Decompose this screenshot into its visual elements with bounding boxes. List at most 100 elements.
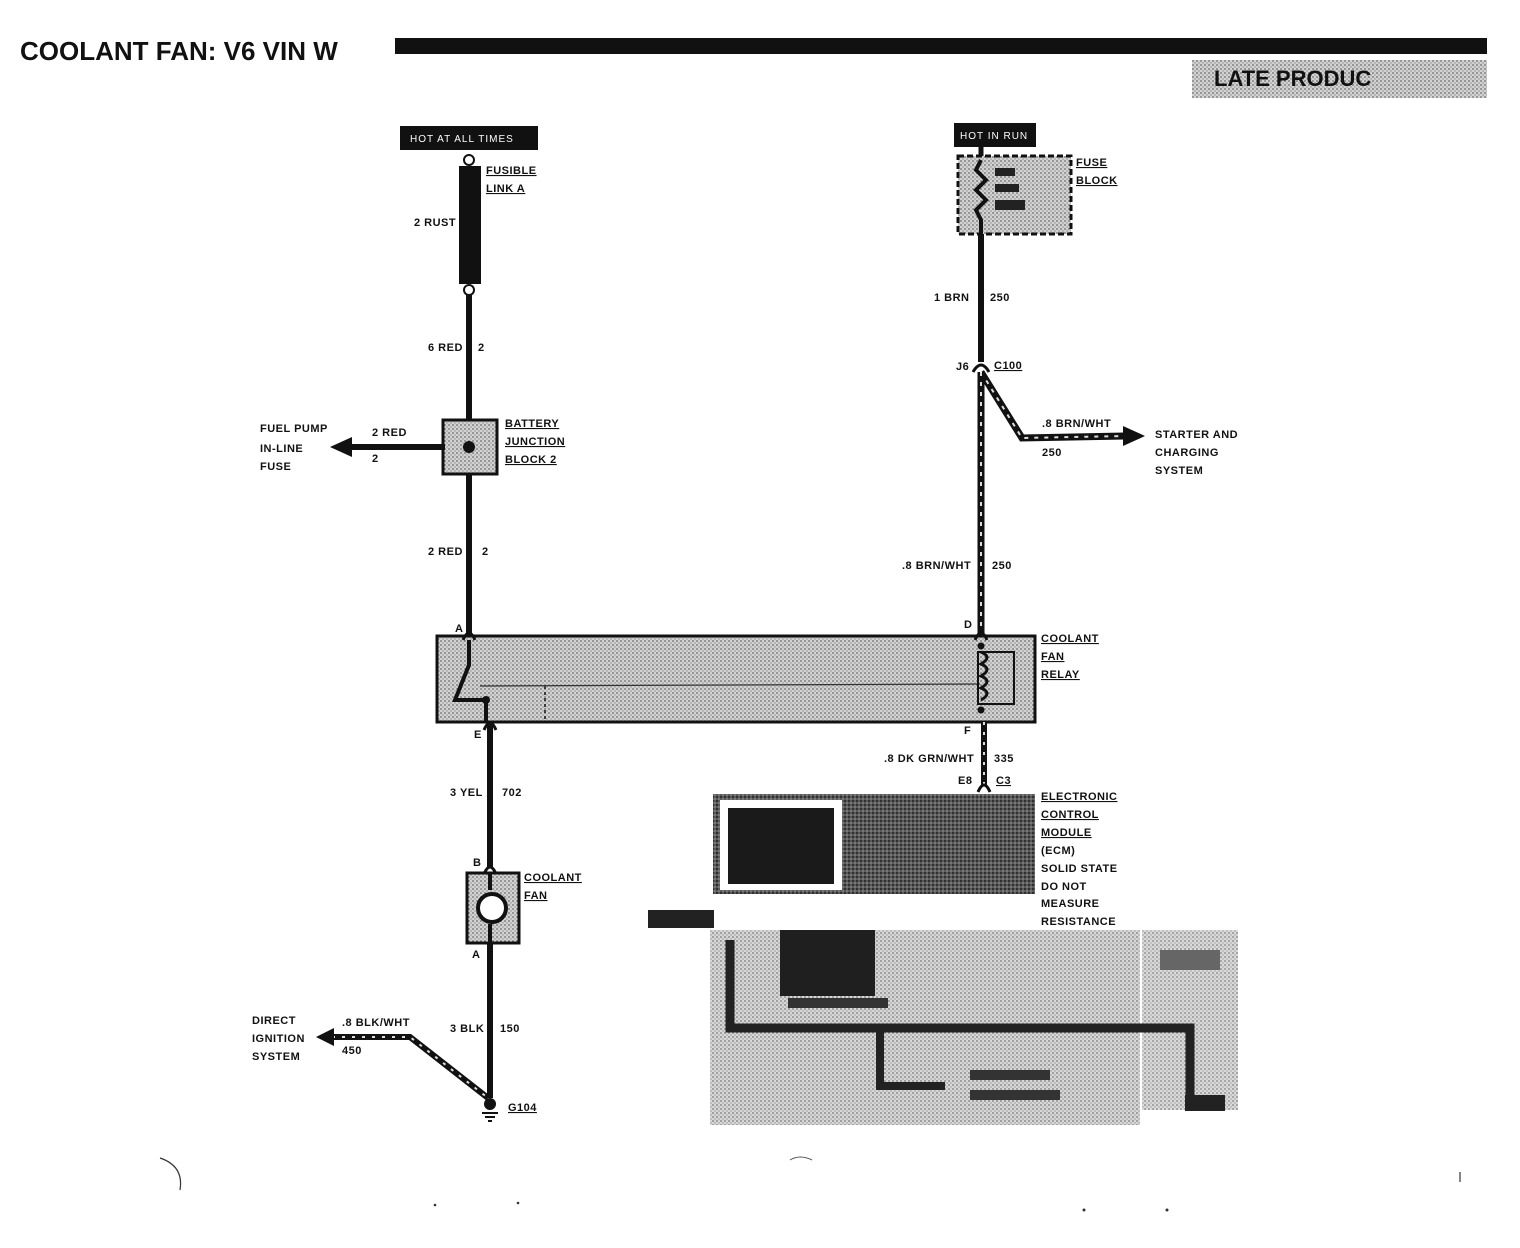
fan-pin-b: B — [473, 857, 481, 869]
ignition-label-1: DIRECT — [252, 1015, 296, 1027]
ecm-inset-core — [728, 808, 834, 884]
ecm-label-3: MODULE — [1041, 827, 1092, 839]
ecm-label-6: DO NOT — [1041, 881, 1087, 893]
relay-coil-frame — [977, 651, 1015, 705]
wire-3-blk-circuit: 150 — [500, 1023, 520, 1035]
relay-label-2: FAN — [1041, 651, 1065, 663]
fuel-pump-label-1: FUEL PUMP — [260, 423, 328, 435]
wire-3-yel-circuit: 702 — [502, 787, 522, 799]
ecm-label-5: SOLID STATE — [1041, 863, 1118, 875]
wire-2-red-circuit: 2 — [482, 546, 489, 558]
relay-pin-e: E — [474, 729, 482, 741]
fan-label-1: COOLANT — [524, 872, 582, 884]
relay-label-3: RELAY — [1041, 669, 1080, 681]
ecm-smudge-mark-2 — [970, 1090, 1060, 1100]
ecm-smudge-bar — [648, 910, 714, 928]
scan-artifact-dot-3 — [1082, 1208, 1086, 1212]
scan-artifact-dot-1 — [433, 1203, 437, 1207]
fuse-block-label-1: FUSE — [1076, 157, 1107, 169]
relay-switch — [452, 640, 488, 722]
junction-node — [463, 441, 475, 453]
relay-pin-a-terminal — [461, 631, 477, 641]
c3-label: C3 — [996, 775, 1011, 787]
fuse-block-label-2: BLOCK — [1076, 175, 1118, 187]
ecm-label-2: CONTROL — [1041, 809, 1099, 821]
wire-rust-label: 2 RUST — [414, 217, 456, 229]
bjb-label-1: BATTERY — [505, 418, 559, 430]
wire-1-brn-circuit: 250 — [990, 292, 1010, 304]
fuse-element-icon — [973, 159, 989, 234]
ecm-smudge-trace-2 — [876, 1028, 945, 1090]
ecm-smudge-block — [780, 930, 875, 996]
wire-blk-wht — [332, 1034, 490, 1101]
fusible-link-label-1: FUSIBLE — [486, 165, 537, 177]
fuse-block-mark-1 — [995, 168, 1015, 176]
power-terminal — [463, 154, 475, 166]
relay-coil-terminal-bottom — [977, 706, 985, 714]
ignition-label-2: IGNITION — [252, 1033, 305, 1045]
wire-brnwht-circuit: 250 — [992, 560, 1012, 572]
wire-2-red-side-circuit: 2 — [372, 453, 379, 465]
wire-blk-wht-color: .8 BLK/WHT — [342, 1017, 410, 1029]
wire-1-brn-color: 1 BRN — [934, 292, 970, 304]
c100-label: C100 — [994, 360, 1022, 372]
diagram-title: COOLANT FAN: V6 VIN W — [20, 36, 338, 66]
relay-pin-d-terminal — [973, 631, 989, 641]
fuel-pump-label-2: IN-LINE — [260, 443, 303, 455]
wire-brnwht-starter — [978, 370, 1126, 442]
arrow-right-icon — [1123, 426, 1145, 446]
ecm-smudge-mark-1 — [970, 1070, 1050, 1080]
ecm-label-1: ELECTRONIC — [1041, 791, 1118, 803]
bjb-label-2: JUNCTION — [505, 436, 565, 448]
relay-label-1: COOLANT — [1041, 633, 1099, 645]
fan-pin-a: A — [472, 949, 480, 961]
coolant-fan-relay — [435, 634, 1037, 724]
wire-dk-grn-circuit: 335 — [994, 753, 1014, 765]
hot-in-run-badge — [954, 123, 1036, 147]
hot-at-all-times-label: HOT AT ALL TIMES — [410, 134, 514, 145]
wire-2-red-side-color: 2 RED — [372, 427, 407, 439]
relay-coil-terminal-top — [977, 642, 985, 650]
c100-pin: J6 — [956, 361, 969, 373]
ecm-smudge-trace-1 — [725, 940, 1195, 1105]
fusible-link-label-2: LINK A — [486, 183, 525, 195]
wire-6-red-color: 6 RED — [428, 342, 463, 354]
scan-artifact-arc — [789, 1156, 813, 1161]
hot-in-run-label: HOT IN RUN — [960, 131, 1028, 142]
wire-2-red-color: 2 RED — [428, 546, 463, 558]
arrow-left-icon — [330, 437, 352, 457]
c3-connector — [976, 783, 992, 793]
relay-pin-f: F — [964, 725, 971, 737]
arrow-left-ignition-icon — [316, 1028, 334, 1046]
fan-label-2: FAN — [524, 890, 548, 902]
wire-blk-wht-circuit: 450 — [342, 1045, 362, 1057]
wire-3-yel-color: 3 YEL — [450, 787, 483, 799]
scan-artifact-curve — [159, 1157, 182, 1191]
ecm-smudge-mark-3 — [1160, 950, 1220, 970]
starter-label-2: CHARGING — [1155, 447, 1219, 459]
fan-motor-icon — [476, 892, 508, 924]
scan-artifact-dot-2 — [516, 1201, 520, 1205]
ecm-smudge-strip — [788, 998, 888, 1008]
ecm-label-8: RESISTANCE — [1041, 916, 1116, 928]
ecm-label-4: (ECM) — [1041, 845, 1075, 857]
wire-dk-grn-color: .8 DK GRN/WHT — [884, 753, 974, 765]
starter-label-3: SYSTEM — [1155, 465, 1203, 477]
fusible-link-terminal — [463, 284, 475, 296]
relay-pin-a: A — [455, 623, 463, 635]
ignition-label-3: SYSTEM — [252, 1051, 300, 1063]
ecm-label-7: MEASURE — [1041, 898, 1100, 910]
wire-brnwht-side-circuit: 250 — [1042, 447, 1062, 459]
relay-pin-d: D — [964, 619, 972, 631]
scan-artifact-dot-4 — [1165, 1208, 1169, 1212]
starter-label-1: STARTER AND — [1155, 429, 1238, 441]
header-rule — [395, 38, 1487, 54]
wire-brnwht-color: .8 BRN/WHT — [902, 560, 971, 572]
wire-brnwht-side-color: .8 BRN/WHT — [1042, 418, 1111, 430]
relay-switch-contact — [482, 696, 490, 704]
hot-at-all-times-badge — [400, 126, 538, 150]
fuel-pump-label-3: FUSE — [260, 461, 291, 473]
c100-connector — [971, 363, 991, 373]
relay-internal-trace — [479, 683, 981, 687]
